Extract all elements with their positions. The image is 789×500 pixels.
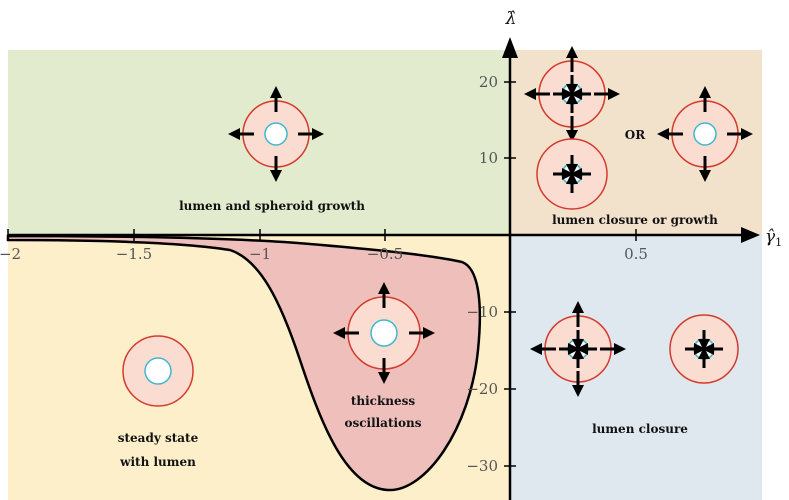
closure-region-label: lumen closure xyxy=(592,422,688,436)
y-tick-label: −10 xyxy=(466,303,498,321)
x-tick-label: −0.5 xyxy=(367,245,403,263)
y-tick-label: −30 xyxy=(466,457,498,475)
x-tick-label: −1 xyxy=(249,245,271,263)
spheroid-cell-icon xyxy=(333,282,435,384)
y-tick-label: −20 xyxy=(466,380,498,398)
spheroid-lumen xyxy=(693,122,717,146)
x-axis-label: γ̂1 xyxy=(765,227,782,249)
steady-state-label-line2: with lumen xyxy=(119,455,196,469)
spheroid-cell-icon xyxy=(524,46,620,142)
spheroid-lumen xyxy=(144,357,172,385)
x-tick-label: 0.5 xyxy=(624,245,648,263)
spheroid-lumen xyxy=(370,319,398,347)
oscillation-label-line1: thickness xyxy=(351,394,416,408)
spheroid-cell-icon xyxy=(536,138,608,210)
x-tick-label: −2 xyxy=(0,245,21,263)
spheroid-cells xyxy=(122,46,753,407)
spheroid-cell-icon xyxy=(657,86,753,182)
y-axis-arrowhead xyxy=(502,37,518,58)
spheroid-cell-icon xyxy=(228,86,324,182)
spheroid-lumen xyxy=(264,122,288,146)
spheroid-cell-icon xyxy=(530,301,626,397)
oscillation-region xyxy=(6,234,482,492)
steady-state-label-line1: steady state xyxy=(118,431,199,445)
closure-or-growth-label: lumen closure or growth xyxy=(552,213,718,227)
x-tick-label: −1.5 xyxy=(116,245,152,263)
oscillation-label-line2: oscillations xyxy=(344,416,421,430)
spheroid-cell-icon xyxy=(669,314,739,384)
y-tick-label: 10 xyxy=(479,149,498,167)
y-tick-label: 20 xyxy=(479,73,498,91)
or-label: OR xyxy=(625,128,646,142)
spheroid-cell-icon xyxy=(122,335,194,407)
x-axis-arrowhead xyxy=(741,227,760,243)
y-axis-label: λ̂ xyxy=(505,9,517,29)
growth-region-label: lumen and spheroid growth xyxy=(179,199,365,213)
